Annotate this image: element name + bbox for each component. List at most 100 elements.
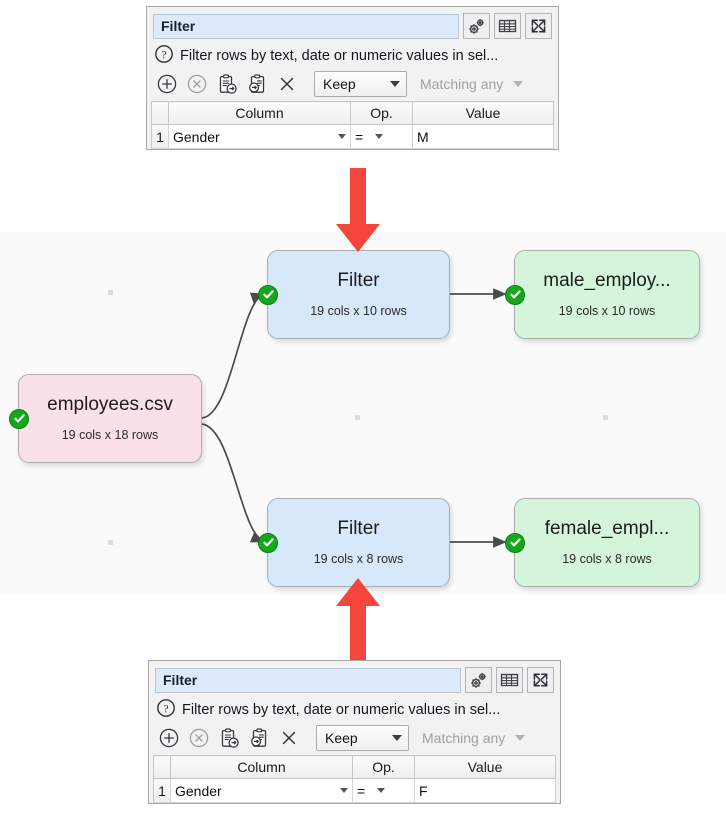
panel-description-text: Filter rows by text, date or numeric val… <box>182 701 501 718</box>
table-row[interactable]: 1 Gender = <box>153 778 556 803</box>
condition-column-cell[interactable]: Gender <box>170 778 353 803</box>
copy-to-clipboard-icon[interactable] <box>216 725 242 751</box>
node-title: male_employ... <box>543 270 671 291</box>
expand-icon[interactable] <box>527 667 554 693</box>
node-subtitle: 19 cols x 18 rows <box>61 428 159 443</box>
row-number-header <box>153 755 171 779</box>
chevron-down-icon <box>390 81 400 87</box>
filter-match-value: Matching any <box>420 76 504 92</box>
filter-match-value: Matching any <box>422 730 506 746</box>
help-icon[interactable]: ? <box>156 698 176 721</box>
grid-dot <box>108 540 113 545</box>
status-ok-icon <box>258 284 278 305</box>
panel-title-row: Filter <box>153 665 556 696</box>
filter-actions-toolbar: Keep Matching any <box>151 70 554 101</box>
row-number-cell: 1 <box>153 778 171 803</box>
remove-row-icon[interactable] <box>186 725 212 751</box>
condition-value-cell[interactable]: F <box>414 778 556 803</box>
chevron-down-icon <box>377 788 386 793</box>
node-output-female[interactable]: female_empl... 19 cols x 8 rows <box>505 498 700 587</box>
add-row-icon[interactable] <box>156 725 182 751</box>
status-ok-icon <box>505 284 525 305</box>
status-ok-icon <box>258 532 278 553</box>
panel-title-row: Filter <box>151 11 554 42</box>
row-number-cell: 1 <box>151 124 169 149</box>
panel-description-text: Filter rows by text, date or numeric val… <box>180 47 499 64</box>
filter-actions-toolbar: Keep Matching any <box>153 724 556 755</box>
edge-source-to-filter-female <box>201 423 265 543</box>
node-title: employees.csv <box>47 394 173 415</box>
condition-column-value: Gender <box>175 782 222 799</box>
table-view-icon[interactable] <box>494 13 521 39</box>
chevron-down-icon <box>340 788 348 793</box>
node-subtitle: 19 cols x 8 rows <box>313 552 404 567</box>
column-header-column[interactable]: Column <box>170 755 353 779</box>
copy-to-clipboard-icon[interactable] <box>214 71 240 97</box>
condition-column-cell[interactable]: Gender <box>168 124 351 149</box>
column-header-column[interactable]: Column <box>168 101 351 125</box>
status-ok-icon <box>505 532 525 553</box>
node-subtitle: 19 cols x 10 rows <box>310 304 407 319</box>
status-ok-icon <box>9 408 29 429</box>
grid-dot <box>108 290 113 295</box>
callout-arrow-bottom <box>336 578 380 662</box>
table-header-row: Column Op. Value <box>151 101 554 125</box>
column-header-op[interactable]: Op. <box>352 755 415 779</box>
edge-source-to-filter-male <box>201 292 265 419</box>
filter-match-select[interactable]: Matching any <box>413 725 532 751</box>
expand-icon[interactable] <box>525 13 552 39</box>
grid-dot <box>355 415 360 420</box>
filter-match-select[interactable]: Matching any <box>411 71 530 97</box>
flow-canvas[interactable]: employees.csv 19 cols x 18 rows Filter 1… <box>0 232 726 595</box>
chevron-down-icon <box>375 134 384 139</box>
node-title: female_empl... <box>544 518 670 539</box>
remove-row-icon[interactable] <box>184 71 210 97</box>
help-icon[interactable]: ? <box>154 44 174 67</box>
paste-from-clipboard-icon[interactable] <box>246 725 272 751</box>
node-filter-male[interactable]: Filter 19 cols x 10 rows <box>258 250 450 339</box>
svg-text:?: ? <box>161 49 166 61</box>
node-subtitle: 19 cols x 10 rows <box>558 304 656 319</box>
svg-text:?: ? <box>163 703 168 715</box>
paste-from-clipboard-icon[interactable] <box>244 71 270 97</box>
filter-settings-panel-top: Filter <box>146 6 559 150</box>
filter-mode-select[interactable]: Keep <box>314 71 407 97</box>
add-row-icon[interactable] <box>154 71 180 97</box>
panel-description-row: ? Filter rows by text, date or numeric v… <box>151 42 554 70</box>
node-subtitle: 19 cols x 8 rows <box>562 552 652 567</box>
table-header-row: Column Op. Value <box>153 755 556 779</box>
condition-value-cell[interactable]: M <box>412 124 554 149</box>
chevron-down-icon <box>513 81 524 87</box>
filter-mode-value: Keep <box>325 730 358 746</box>
node-title: Filter <box>337 518 380 539</box>
node-output-male[interactable]: male_employ... 19 cols x 10 rows <box>505 250 700 339</box>
callout-arrow-top <box>336 168 380 252</box>
node-title: Filter <box>337 270 380 291</box>
item-name-input[interactable]: Filter <box>153 13 459 39</box>
column-header-value[interactable]: Value <box>414 755 556 779</box>
clear-all-icon[interactable] <box>276 725 302 751</box>
node-employees-csv[interactable]: employees.csv 19 cols x 18 rows <box>9 374 202 463</box>
table-row[interactable]: 1 Gender = <box>151 124 554 149</box>
node-filter-female[interactable]: Filter 19 cols x 8 rows <box>258 498 450 587</box>
condition-op-cell[interactable]: = <box>350 124 413 149</box>
condition-op-value: = <box>357 782 366 799</box>
column-header-value[interactable]: Value <box>412 101 554 125</box>
connector-layer <box>201 288 507 548</box>
chevron-down-icon <box>338 134 346 139</box>
chevron-down-icon <box>515 735 526 741</box>
panel-description-row: ? Filter rows by text, date or numeric v… <box>153 696 556 724</box>
condition-op-cell[interactable]: = <box>352 778 415 803</box>
grid-dot <box>603 415 608 420</box>
filter-conditions-table: Column Op. Value 1 Gender <box>153 755 556 803</box>
condition-column-value: Gender <box>173 128 220 145</box>
column-header-op[interactable]: Op. <box>350 101 413 125</box>
filter-settings-panel-bottom: Filter <box>148 660 561 804</box>
item-name-input[interactable]: Filter <box>155 667 461 693</box>
filter-mode-select[interactable]: Keep <box>316 725 409 751</box>
settings-gears-icon[interactable] <box>463 13 490 39</box>
table-view-icon[interactable] <box>496 667 523 693</box>
clear-all-icon[interactable] <box>274 71 300 97</box>
settings-gears-icon[interactable] <box>465 667 492 693</box>
